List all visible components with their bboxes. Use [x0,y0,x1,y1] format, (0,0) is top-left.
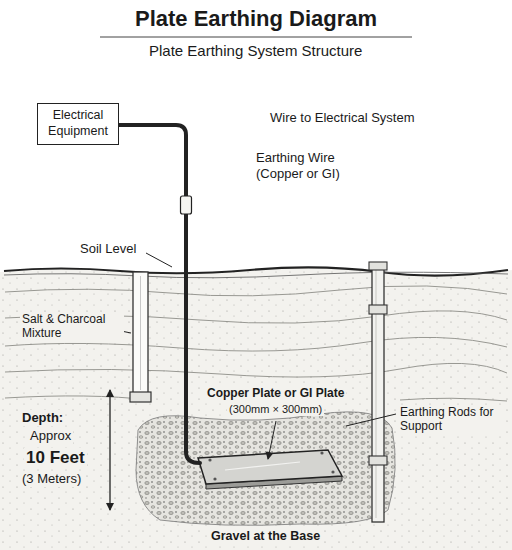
equipment-box: Electrical Equipment [37,103,119,145]
illustration-part [208,458,211,461]
illustration-part [119,125,200,463]
salt-label: Salt & Charcoal Mixture [20,312,124,341]
illustration-part [0,267,512,550]
gravel-label: Gravel at the Base [209,529,322,544]
diagram-title: Plate Earthing Diagram [133,6,379,32]
wire-label: Wire to Electrical System [268,110,416,126]
wire-label: (Copper or GI) [254,166,342,182]
illustration-part [369,456,387,465]
illustration-part [109,390,110,510]
illustration-part [130,392,151,402]
rod-label: Earthing Rods for Support [398,405,502,434]
soil-label: Soil Level [78,241,138,257]
illustration-part [268,421,276,459]
illustration-part [136,412,395,525]
illustration-part [5,363,507,377]
illustration-part [140,276,141,390]
illustration-part [5,286,507,296]
depth-value: 10 Feet [24,448,87,468]
illustration-part [346,414,396,426]
illustration-part [369,262,387,270]
illustration-part [320,451,323,454]
illustration-part [181,196,192,214]
illustration-part [4,272,508,278]
illustration-part [121,253,396,459]
plate-label: Copper Plate or GI Plate [205,386,346,400]
depth-label: Approx [28,428,73,444]
wire-label: Earthing Wire [254,150,337,166]
illustration-part [146,253,172,267]
illustration-part [369,305,387,314]
plate-size: (300mm × 300mm) [227,403,324,416]
illustration-part [133,272,148,394]
depth-label: Depth: [20,410,65,426]
illustration-part [331,470,334,473]
subtitle: Plate Earthing System Structure [147,42,364,60]
illustration-part [225,462,300,470]
illustration-part [198,450,342,484]
illustration-part [372,264,384,522]
illustration-part [4,267,508,275]
box-label: Electrical Equipment [44,108,112,139]
illustration-part [208,451,334,480]
illustration-part [5,396,150,400]
illustration-part [100,37,412,38]
illustration-part [5,286,507,401]
illustration-part [400,398,507,401]
depth-value: (3 Meters) [20,471,83,487]
illustration-part [213,477,216,480]
